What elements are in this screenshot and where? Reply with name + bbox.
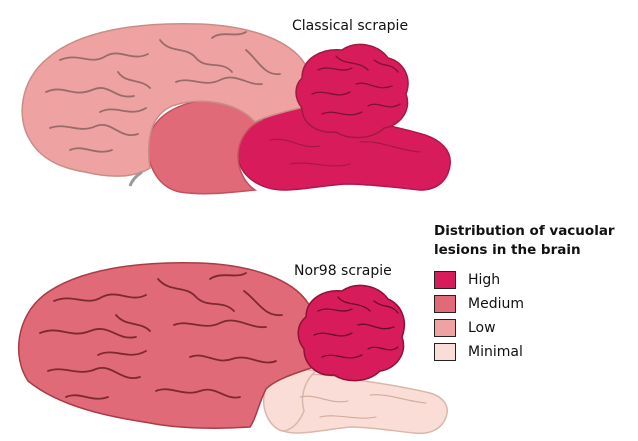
legend-title-line1: Distribution of vacuolar (434, 222, 634, 241)
legend-label-minimal: Minimal (468, 344, 523, 360)
legend-item-low: Low (434, 316, 634, 340)
legend-swatch-low (434, 319, 456, 337)
nor98-brain-diagram (0, 221, 470, 441)
legend-label-medium: Medium (468, 296, 524, 312)
legend-item-high: High (434, 268, 634, 292)
legend-title: Distribution of vacuolar lesions in the … (434, 222, 634, 260)
legend-swatch-medium (434, 295, 456, 313)
classical-scrapie-title: Classical scrapie (292, 18, 408, 34)
legend-title-line2: lesions in the brain (434, 241, 634, 260)
classical-scrapie-panel: Classical scrapie (0, 0, 470, 220)
legend-swatch-minimal (434, 343, 456, 361)
legend-label-low: Low (468, 320, 496, 336)
legend-item-medium: Medium (434, 292, 634, 316)
nor98-scrapie-panel: Nor98 scrapie (0, 221, 470, 441)
legend-swatch-high (434, 271, 456, 289)
cerebellum-region (296, 44, 408, 137)
lesion-legend: Distribution of vacuolar lesions in the … (434, 222, 634, 364)
legend-item-minimal: Minimal (434, 340, 634, 364)
nor98-scrapie-title: Nor98 scrapie (294, 263, 392, 279)
legend-label-high: High (468, 272, 500, 288)
